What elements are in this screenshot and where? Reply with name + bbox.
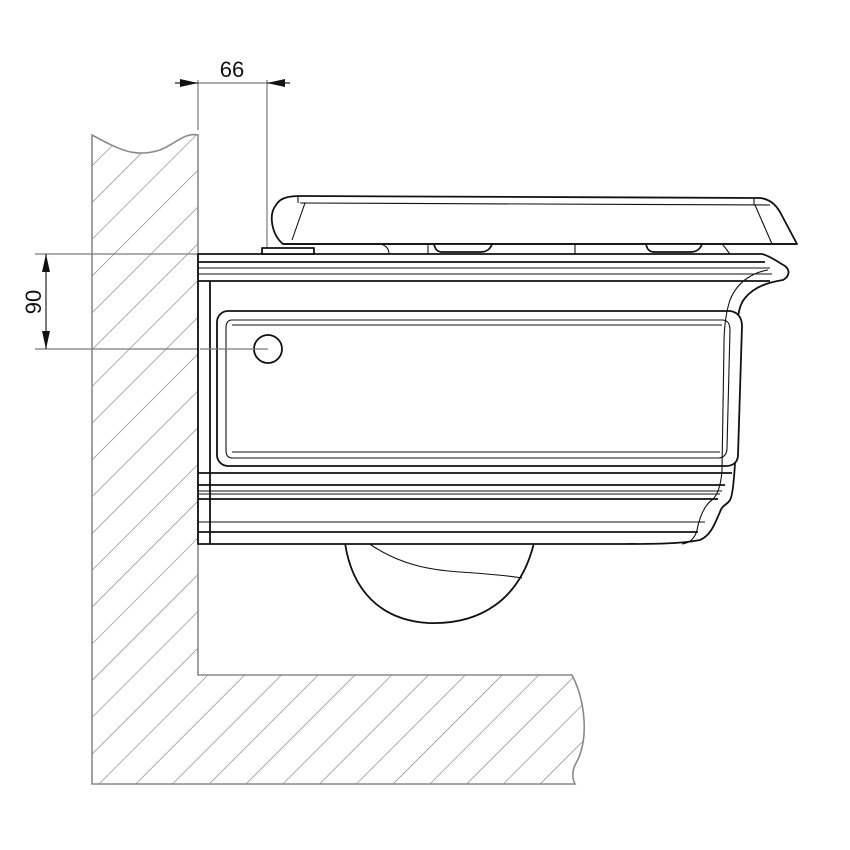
seat-lid xyxy=(270,195,798,245)
seat-buffer-front xyxy=(433,243,493,253)
hinge-plate xyxy=(261,247,315,255)
dimension-label-66: 66 xyxy=(220,57,244,82)
dimension-vertical: 90 xyxy=(21,253,268,350)
wall-floor-section xyxy=(91,133,585,785)
outlet-underside xyxy=(344,542,535,624)
seat-buffer-rear xyxy=(645,243,703,253)
dimension-label-90: 90 xyxy=(21,290,46,314)
side-panel xyxy=(216,310,743,467)
toilet-seat xyxy=(261,195,798,255)
toilet-bowl xyxy=(197,253,790,624)
